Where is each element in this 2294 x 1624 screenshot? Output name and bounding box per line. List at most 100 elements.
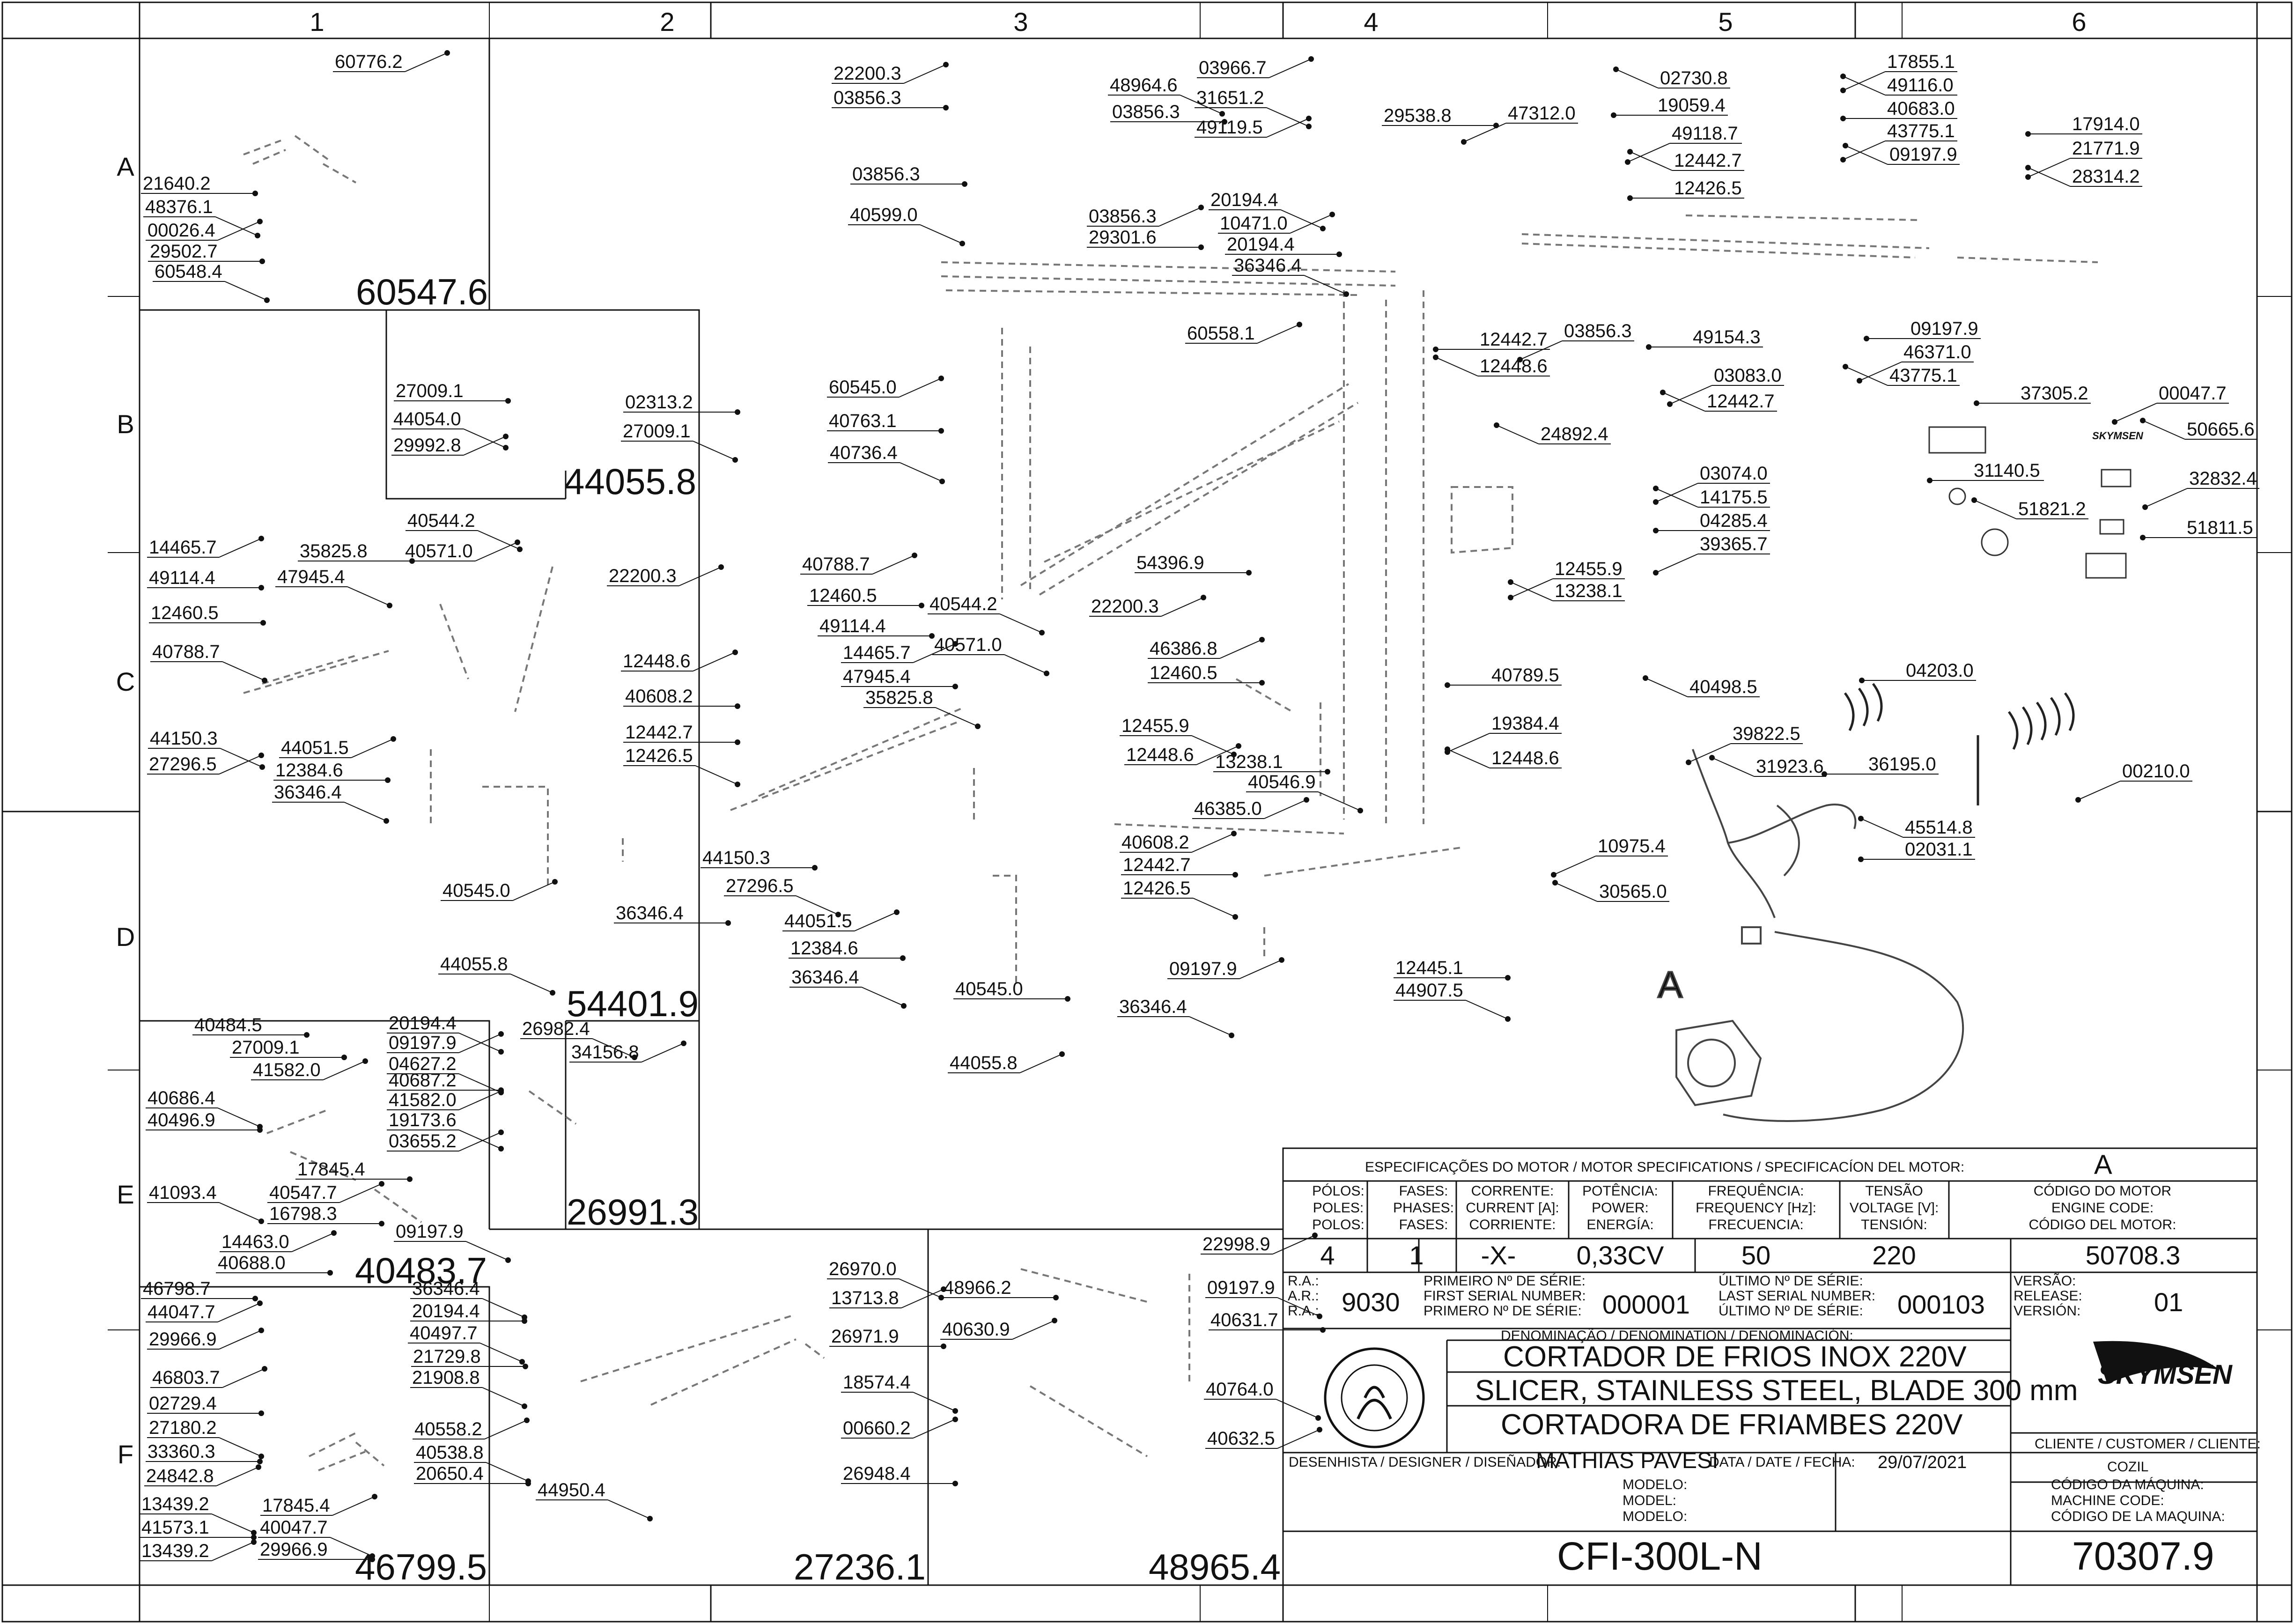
callout-leader (220, 748, 263, 768)
callout-14465.7: 14465.7 (149, 537, 217, 558)
leader-arrowhead (523, 1364, 528, 1369)
callout-leader (1435, 357, 1478, 376)
callout-46371.0: 46371.0 (1903, 342, 1971, 362)
callout-leader (323, 1061, 366, 1080)
callout-47945.4: 47945.4 (277, 567, 345, 587)
callout-40538.8: 40538.8 (416, 1442, 484, 1463)
callout-29992.8: 29992.8 (393, 435, 461, 456)
callout-leader (211, 1513, 254, 1533)
motor-header-5-0: TENSÃO (1865, 1183, 1923, 1199)
version-value: 01 (2154, 1287, 2183, 1317)
leader-arrowhead (812, 865, 818, 871)
callout-leader (219, 1437, 262, 1457)
leader-arrowhead (1653, 499, 1659, 505)
leader-arrowhead (262, 678, 267, 683)
callout-leader (1004, 654, 1047, 674)
leader-arrowhead (1971, 497, 1977, 503)
callout-leader (351, 738, 394, 758)
callout-leader (693, 652, 736, 672)
callout-51821.2: 51821.2 (2018, 499, 2086, 519)
callout-leader (463, 436, 506, 456)
callout-44950.4: 44950.4 (538, 1480, 605, 1500)
callout-leader (1463, 123, 1506, 142)
motor-value-4: 50 (1741, 1240, 1770, 1270)
callout-leader (913, 643, 956, 663)
callout-leader (2114, 403, 2157, 422)
leader-arrowhead (522, 1403, 527, 1409)
last-serial-labels: ÚLTIMO Nº DE SÉRIE:LAST SERIAL NUMBER:ÚL… (1719, 1273, 1875, 1319)
leader-arrowhead (256, 1464, 261, 1470)
callout-03856.3: 03856.3 (1112, 102, 1180, 122)
callout-31923.6: 31923.6 (1756, 756, 1824, 777)
leader-arrowhead (369, 1557, 375, 1562)
view-marker-a: A (1658, 964, 1683, 1005)
callout-40545.0: 40545.0 (443, 880, 510, 901)
leader-arrowhead (1627, 149, 1633, 155)
callout-40547.7: 40547.7 (269, 1182, 337, 1203)
callout-36346.4: 36346.4 (274, 782, 342, 803)
callout-leader (332, 1496, 375, 1516)
callout-29538.8: 29538.8 (1384, 105, 1452, 126)
callout-12460.5: 12460.5 (809, 585, 877, 606)
callout-36346.4: 36346.4 (1119, 997, 1187, 1017)
leader-arrowhead (262, 1366, 267, 1372)
leader-arrowhead (372, 1494, 377, 1499)
leader-arrowhead (681, 1041, 686, 1046)
callout-12426.5: 12426.5 (1674, 178, 1742, 199)
callout-40608.2: 40608.2 (1121, 832, 1189, 853)
callout-leader (1553, 856, 1596, 875)
first-serial-labels: PRIMEIRO Nº DE SÉRIE:FIRST SERIAL NUMBER… (1424, 1273, 1586, 1319)
callout-leader (1161, 597, 1204, 617)
leader-arrowhead (1433, 347, 1438, 352)
motor-value-5: 220 (1872, 1240, 1916, 1270)
machine-code-lines-1: MACHINE CODE: (2051, 1493, 2164, 1508)
leader-arrowhead (941, 1286, 946, 1292)
callout-leader (1318, 791, 1361, 811)
callout-leader (1845, 145, 1888, 165)
leader-arrowhead (943, 105, 949, 111)
leader-arrowhead (258, 1454, 264, 1459)
leader-arrowhead (498, 1129, 504, 1135)
leader-arrowhead (1317, 1427, 1322, 1432)
callout-40558.2: 40558.2 (414, 1419, 482, 1439)
callout-10975.4: 10975.4 (1598, 836, 1666, 856)
callout-03856.3: 03856.3 (852, 164, 920, 185)
last-serial-lines-1: LAST SERIAL NUMBER: (1719, 1288, 1875, 1304)
callout-47312.0: 47312.0 (1508, 103, 1576, 124)
callout-36346.4: 36346.4 (1234, 255, 1302, 276)
callout-leader (1510, 582, 1553, 601)
leader-arrowhead (1611, 112, 1616, 118)
callout-02313.2: 02313.2 (625, 392, 693, 413)
leader-arrowhead (939, 479, 945, 484)
model-lines-2: MODELO: (1623, 1509, 1687, 1524)
leader-arrowhead (252, 1296, 258, 1301)
callout-60548.4: 60548.4 (155, 261, 222, 282)
callout-leader (899, 378, 942, 398)
callout-leader (1843, 140, 1886, 160)
callout-12460.5: 12460.5 (151, 603, 219, 623)
leader-arrowhead (1343, 291, 1349, 297)
leader-arrowhead (1044, 671, 1049, 676)
callout-leader (458, 1033, 502, 1053)
callout-leader (913, 1419, 956, 1439)
leader-arrowhead (975, 723, 981, 729)
callout-35825.8: 35825.8 (300, 541, 368, 561)
callout-leader (1555, 882, 1598, 902)
brand-name: SKYMSEN (2098, 1359, 2233, 1390)
callout-40608.2: 40608.2 (625, 686, 693, 707)
leader-arrowhead (1627, 195, 1633, 201)
callout-leader (484, 1420, 527, 1439)
version-lines-0: VERSÃO: (2014, 1273, 2076, 1289)
machine-code-labels: CÓDIGO DA MÁQUINA:MACHINE CODE:CÓDIGO DE… (2051, 1477, 2225, 1524)
sticker-51821-icon (1981, 528, 2009, 556)
grid-col-3: 3 (1013, 7, 1028, 37)
callout-17845.4: 17845.4 (262, 1495, 330, 1516)
leader-arrowhead (1859, 678, 1865, 683)
leader-arrowhead (1552, 880, 1558, 886)
callout-leader (854, 912, 897, 931)
callout-49119.5: 49119.5 (1196, 117, 1263, 138)
callout-26982.4: 26982.4 (522, 1019, 590, 1039)
callout-leader (899, 1278, 942, 1298)
callout-13439.2: 13439.2 (141, 1494, 209, 1514)
callout-13238.1: 13238.1 (1555, 581, 1623, 601)
